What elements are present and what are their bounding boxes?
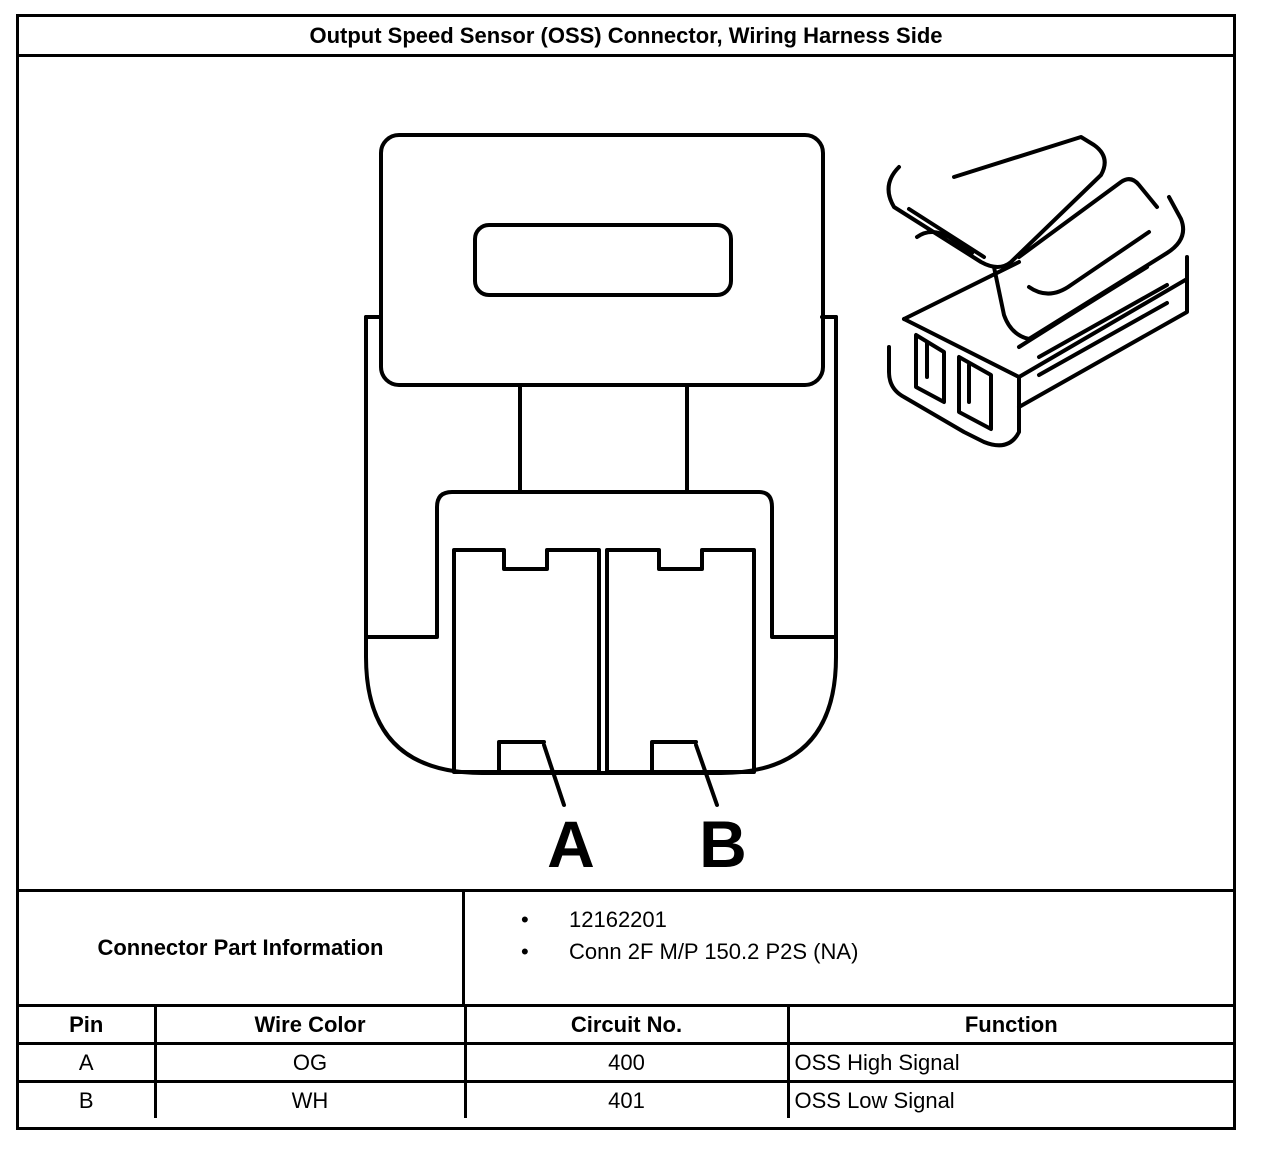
cell-circuit-no: 400 (463, 1042, 790, 1083)
table-row: B WH 401 OSS Low Signal (19, 1080, 1233, 1118)
terminal-cavity-b (605, 548, 756, 774)
connector-part-information: Connector Part Information •12162201 •Co… (19, 889, 1233, 1007)
header-function: Function (786, 1007, 1233, 1045)
connector-face-view: A B (364, 133, 1189, 881)
cell-wire-color: OG (153, 1042, 467, 1083)
cell-pin: A (19, 1042, 157, 1083)
terminal-cavity-a (452, 548, 601, 774)
bullet-icon: • (521, 939, 529, 964)
connector-drawing: A B (19, 57, 1233, 889)
locking-tab (379, 133, 825, 387)
part-info-label: Connector Part Information (19, 892, 465, 1004)
pin-label-a: A (547, 807, 595, 881)
cell-circuit-no: 401 (463, 1080, 790, 1118)
pin-table: Pin Wire Color Circuit No. Function A OG… (19, 1007, 1233, 1118)
header-wire-color: Wire Color (153, 1007, 467, 1045)
header-circuit-no: Circuit No. (463, 1007, 790, 1045)
cell-wire-color: WH (153, 1080, 467, 1118)
part-info-list: •12162201 •Conn 2F M/P 150.2 P2S (NA) (465, 892, 1233, 1016)
locking-tab-slot (473, 223, 733, 297)
header-pin: Pin (19, 1007, 157, 1045)
bullet-icon: • (521, 907, 529, 932)
table-row: A OG 400 OSS High Signal (19, 1042, 1233, 1083)
cell-function: OSS Low Signal (786, 1080, 1233, 1118)
pin-table-header: Pin Wire Color Circuit No. Function (19, 1007, 1233, 1045)
diagram-title: Output Speed Sensor (OSS) Connector, Wir… (19, 17, 1233, 57)
cell-pin: B (19, 1080, 157, 1118)
cell-function: OSS High Signal (786, 1042, 1233, 1083)
pin-label-b: B (699, 807, 747, 881)
connector-sheet: Output Speed Sensor (OSS) Connector, Wir… (16, 14, 1236, 1130)
connector-housing-outline (364, 315, 838, 775)
connector-isometric-view (886, 135, 1189, 448)
connector-description-item: •Conn 2F M/P 150.2 P2S (NA) (465, 936, 1233, 968)
part-number-item: •12162201 (465, 904, 1233, 936)
